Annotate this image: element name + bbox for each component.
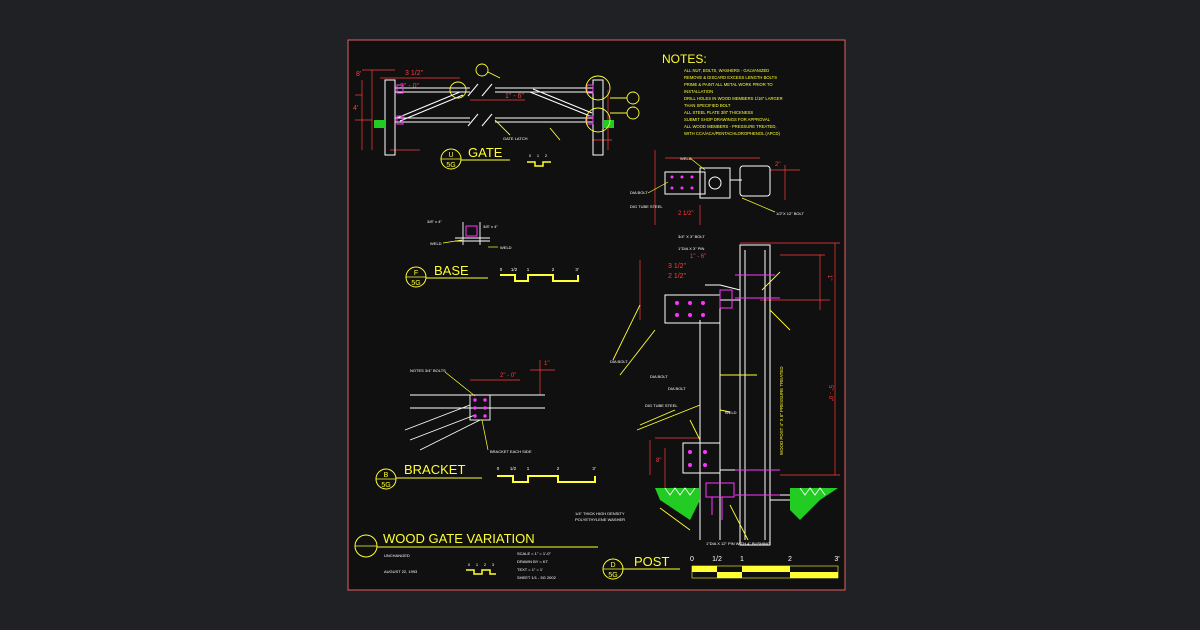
scale-tick-label: 0 — [690, 556, 694, 563]
bolt-label: NOTES 3/4" BOLTS — [410, 368, 446, 373]
tube-steel-label: DIG TUBE STEEL — [630, 204, 663, 209]
post-ref-letter: D — [610, 562, 615, 569]
note-line: THAN SPECIFIED BOLT — [684, 103, 731, 108]
title-block-text: TEXT = 1" = 1' — [517, 567, 543, 572]
bolt-label: 1/2"X 12" BOLT — [776, 211, 804, 216]
note-line: DRILL HOLES IN WOOD MEMBERS 1/16" LARGER — [684, 96, 783, 101]
dim-text: 2 1/2" — [668, 273, 687, 280]
dim-text: 2 1/2" — [678, 211, 693, 217]
dim-text: 3 1/2" — [668, 263, 687, 270]
svg-text:4': 4' — [353, 105, 358, 112]
title-block-text: SHEET 1/1 - 5G 2002 — [517, 575, 557, 580]
dim-text: 2" - 0" — [500, 373, 516, 379]
svg-text:0: 0 — [468, 562, 471, 567]
pin-label: 1"DIA X 3" PIN — [678, 246, 705, 251]
scale-tick-label: 2 — [552, 267, 555, 272]
bracket-detail: 2" - 0" 1" NOTES 3/4" BOLTS BRACKET EACH… — [375, 360, 596, 490]
title-block-text: DRAWN BY = KT — [517, 559, 549, 564]
dia-bolt-label: DIA BOLT — [630, 190, 648, 195]
dim-text: 1" — [544, 361, 549, 367]
post-title: POST — [634, 554, 669, 569]
gate-latch-label: GATE LATCH — [503, 136, 528, 141]
dim-text: 1" — [826, 275, 832, 280]
dim-text: 5" - 0" — [827, 385, 833, 401]
gate-title: GATE — [468, 145, 503, 160]
dia-bolt-label: DIA BOLT — [668, 386, 686, 391]
note-line: SUBMIT SHOP DRAWINGS FOR APPROVAL — [684, 117, 771, 122]
note-line: ALL NUT, BOLTS, WASHERS - GALVANIZED — [684, 68, 769, 73]
bracket-title: BRACKET — [404, 462, 465, 477]
scale-tick-label: 1 — [740, 556, 744, 563]
scale-tick-label: 3' — [592, 466, 596, 471]
note-line: ALL WOOD MEMBERS - PRESSURE TREATED, — [684, 124, 777, 129]
dim-text: 2" — [775, 162, 780, 168]
post-ref-sheet: 5G — [608, 572, 617, 579]
weld-label: WELD — [680, 156, 692, 161]
bolt-label: 3/4" X 3" BOLT — [678, 234, 705, 239]
scale-tick-label: 2 — [557, 466, 560, 471]
note-line: PRIME & PAINT ALL METAL WORK PRIOR TO — [684, 82, 773, 87]
notes-block: NOTES: ALL NUT, BOLTS, WASHERS - GALVANI… — [662, 52, 783, 136]
title-block-text: SCALE = 1" = 1'-0" — [517, 551, 551, 556]
washer-label: 1/4" THICK HIGH DENSITY — [575, 511, 625, 516]
scale-tick-label: 1 — [527, 466, 530, 471]
svg-text:2: 2 — [545, 153, 548, 158]
scale-tick-label: 3' — [834, 556, 839, 563]
note-line: INSTALLATION — [684, 89, 713, 94]
scale-tick-label: 1/2 — [712, 556, 722, 563]
embed-label: 1"DIA X 12" PIN WITH 4" BUSHING — [706, 541, 770, 546]
title-block: WOOD GATE VARIATION UNCHANGED AUGUST 22,… — [354, 531, 598, 580]
plate-label: 3/8" x 4" — [427, 219, 442, 224]
dim-text: 8" — [656, 458, 661, 464]
note-line: ALL STEEL PLATE 3/8" THICKNESS — [684, 110, 753, 115]
hinge-detail: 2" 2 1/2" WELD DIA BOLT DIG TUBE STEEL 1… — [630, 150, 804, 239]
gate-detail: 8' 4' 2" - 0" 1" - 6" 3 1/2" — [353, 63, 640, 170]
scale-tick-label: 1/2 — [510, 466, 517, 471]
svg-text:3: 3 — [492, 562, 495, 567]
post-vertical-label: WOOD POST 4" X 6" PRESSURE TREATED — [779, 366, 784, 455]
gate-ref-letter: U — [448, 152, 453, 159]
dia-bolt-label: DIA BOLT — [610, 359, 628, 364]
dia-bolt-label: DIA BOLT — [650, 374, 668, 379]
bracket-ref-sheet: 5G — [381, 482, 390, 489]
washer-label: POLYETHYLENE WASHER — [575, 517, 625, 522]
svg-text:1: 1 — [476, 562, 479, 567]
title-block-text: AUGUST 22, 1993 — [384, 569, 418, 574]
post-scale-bar: 0 1/2 1 2 3' — [690, 556, 840, 579]
dim-text: 2" - 0" — [400, 83, 419, 90]
weld-label: WELD — [500, 245, 512, 250]
dim-text: 3 1/2" — [405, 70, 424, 77]
dim-text: 1" - 6" — [690, 254, 706, 260]
dim-text: 1" - 6" — [505, 93, 524, 100]
scale-tick-label: 3' — [575, 267, 579, 272]
weld-label: WELD — [430, 241, 442, 246]
base-ref-letter: F — [414, 270, 418, 277]
post-detail: 3 1/2" 2 1/2" 1" - 6" 1" 5" - 0" 8" — [602, 242, 840, 580]
note-line: REMOVE & DISCARD EXCESS LENGTH BOLTS — [684, 75, 777, 80]
notes-title: NOTES: — [662, 52, 707, 66]
note-line: WITH CCA/ACA/PENTACHLOROPHENOL (APCD) — [684, 131, 780, 136]
base-detail: 3/8" x 4" 3/8" x 4" WELD WELD F 5G BASE … — [405, 219, 579, 288]
svg-text:2: 2 — [484, 562, 487, 567]
base-ref-sheet: 5G — [411, 280, 420, 287]
plate-label: 3/8" x 4" — [483, 224, 498, 229]
tube-steel-label: DIG TUBE STEEL — [645, 403, 678, 408]
gate-ref-sheet: 5G — [446, 162, 455, 169]
svg-text:1: 1 — [537, 153, 540, 158]
scale-tick-label: 1 — [527, 267, 530, 272]
title-block-text: UNCHANGED — [384, 553, 410, 558]
scale-tick-label: 2 — [788, 556, 792, 563]
base-title: BASE — [434, 263, 469, 278]
drawing-title: WOOD GATE VARIATION — [383, 531, 535, 546]
bracket-ref-letter: B — [384, 472, 389, 479]
weld-label: WELD — [725, 410, 737, 415]
svg-text:0: 0 — [529, 153, 532, 158]
bracket-each-label: BRACKET EACH SIDE — [490, 449, 532, 454]
scale-tick-label: 0 — [500, 267, 503, 272]
svg-text:8': 8' — [356, 71, 361, 78]
scale-tick-label: 0 — [497, 466, 500, 471]
scale-tick-label: 1/2 — [511, 267, 518, 272]
